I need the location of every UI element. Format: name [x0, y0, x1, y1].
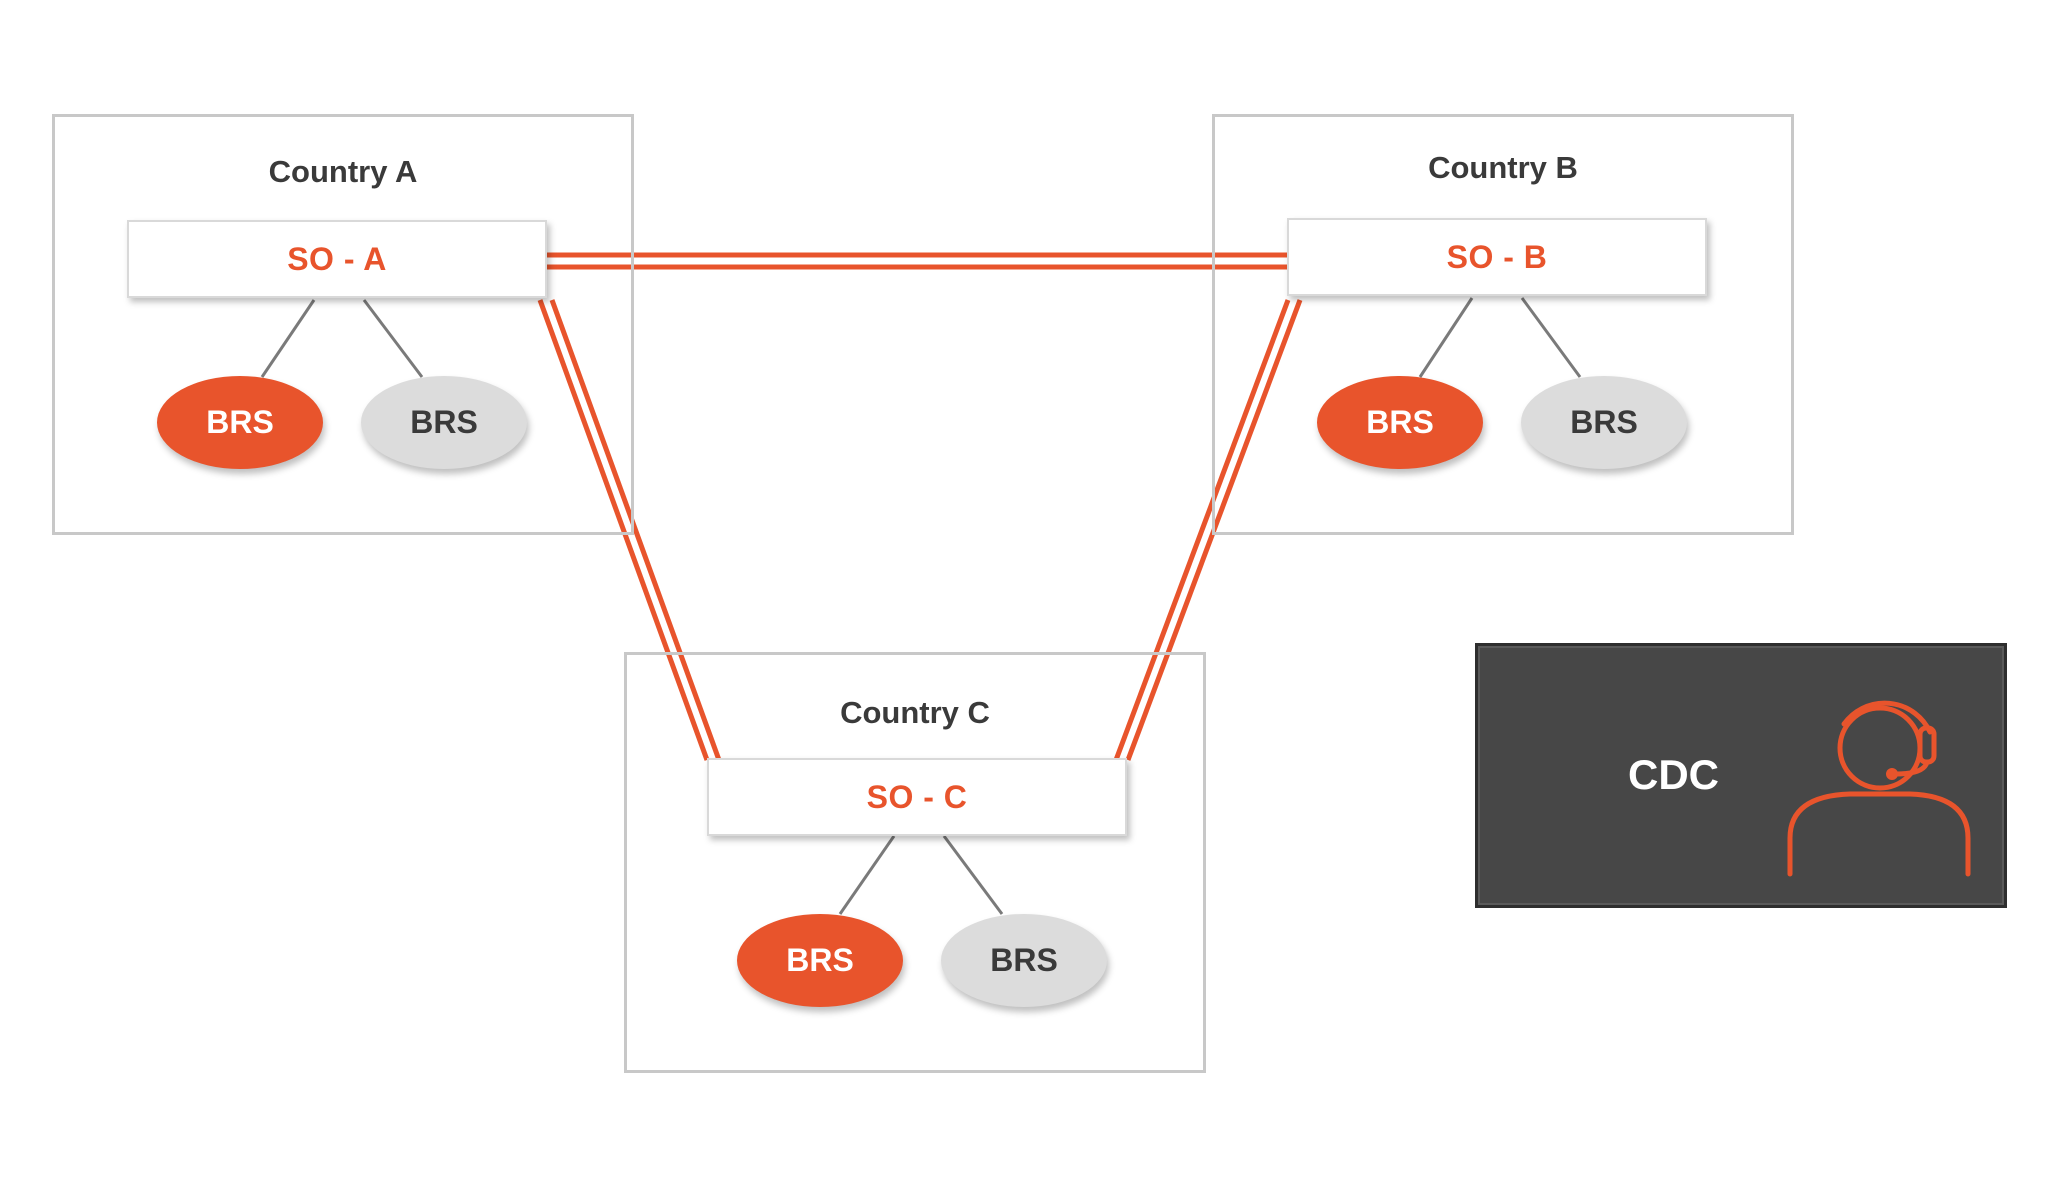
cdc-box: CDC	[1475, 643, 2007, 908]
tree-line	[1520, 297, 1582, 378]
tree-line	[1418, 297, 1474, 378]
country-title: Country B	[1428, 150, 1578, 185]
brs-node-grey: BRS	[1521, 376, 1687, 469]
so-b-box: SO - B	[1287, 218, 1707, 296]
link-a-c-line-1	[537, 299, 710, 761]
country-title: Country A	[268, 154, 418, 189]
brs-node-grey: BRS	[941, 914, 1107, 1007]
country-title: Country C	[840, 695, 990, 730]
country-b-box: Country B	[1212, 114, 1794, 535]
headset-agent-icon	[1787, 700, 1971, 877]
link-b-c-line-1	[1113, 299, 1291, 761]
tree-line	[362, 299, 424, 378]
link-a-c-line-2	[549, 299, 722, 761]
so-c-box: SO - C	[707, 758, 1127, 836]
country-c-box: Country C	[624, 652, 1206, 1073]
so-a-box: SO - A	[127, 220, 547, 298]
brs-node-orange: BRS	[157, 376, 323, 469]
brs-node-orange: BRS	[737, 914, 903, 1007]
tree-line	[942, 835, 1004, 915]
cdc-label: CDC	[1628, 751, 1719, 798]
tree-line	[260, 299, 316, 378]
country-a-box: Country A	[52, 114, 634, 535]
tree-line	[838, 835, 896, 915]
brs-node-orange: BRS	[1317, 376, 1483, 469]
brs-node-grey: BRS	[361, 376, 527, 469]
